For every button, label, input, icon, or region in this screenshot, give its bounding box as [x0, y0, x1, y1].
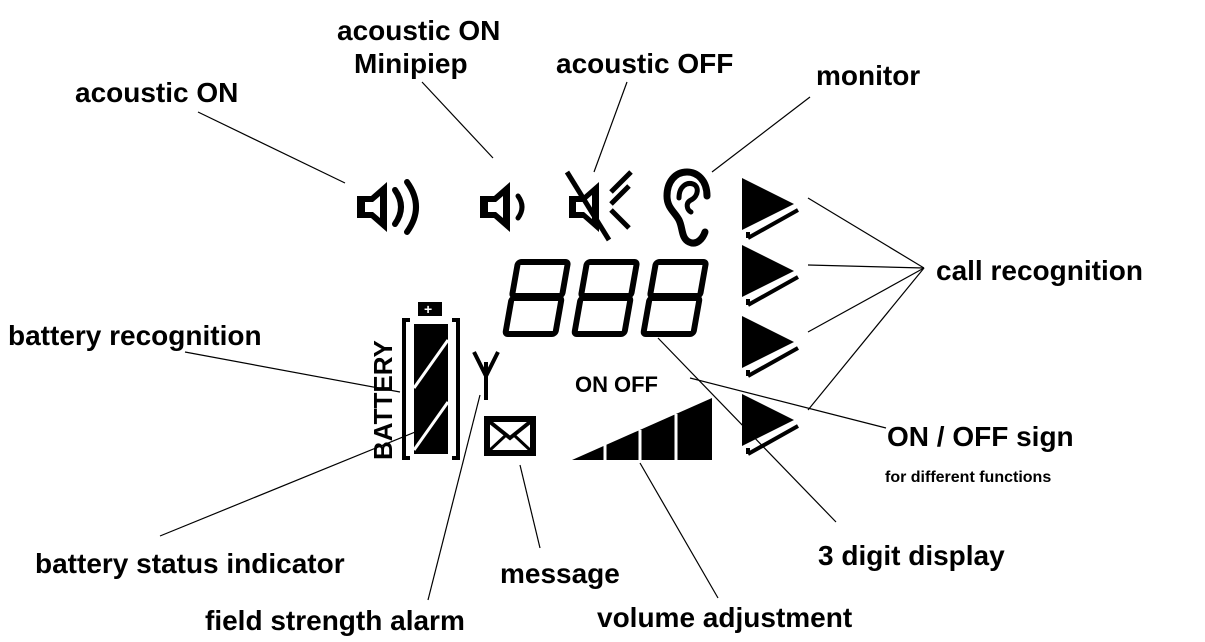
- leader-field-strength: [427, 394, 481, 601]
- on-text: ON: [575, 372, 608, 397]
- battery-icon: +: [402, 301, 460, 460]
- speaker-soft-icon: [480, 182, 525, 232]
- leader-battery-status: [159, 427, 426, 537]
- label-message: message: [500, 558, 620, 589]
- label-volume-adjustment: volume adjustment: [597, 602, 852, 633]
- label-acoustic-off: acoustic OFF: [556, 48, 733, 79]
- speaker-loud-icon: [357, 179, 419, 235]
- battery-plus: +: [424, 301, 432, 317]
- ear-icon: [663, 168, 711, 247]
- three-digit-display: [502, 259, 709, 337]
- leader-battery-recognition: [184, 351, 401, 393]
- volume-bars-icon: [572, 398, 712, 460]
- label-acoustic-on: acoustic ON: [75, 77, 238, 108]
- leader-call-4: [807, 267, 925, 411]
- label-monitor: monitor: [816, 60, 920, 91]
- leader-call-1: [807, 197, 925, 269]
- call-triangle-icon-1: [742, 178, 799, 240]
- battery-word: BATTERY: [368, 340, 398, 460]
- call-triangle-icon-2: [742, 245, 799, 307]
- leader-monitor: [711, 96, 811, 173]
- leader-volume: [639, 462, 719, 599]
- off-text: OFF: [614, 372, 658, 397]
- leader-acoustic-on: [197, 111, 346, 184]
- label-three-digit-display: 3 digit display: [818, 540, 1005, 571]
- leader-message: [519, 464, 541, 549]
- label-acoustic-on-minipiep-line2: Minipiep: [354, 48, 468, 79]
- label-battery-recognition: battery recognition: [8, 320, 262, 351]
- digit-2: [571, 259, 640, 337]
- digit-1: [502, 259, 571, 337]
- envelope-icon: [484, 416, 536, 456]
- leader-acoustic-off: [593, 81, 628, 173]
- label-call-recognition: call recognition: [936, 255, 1143, 286]
- call-triangle-icon-3: [742, 316, 799, 378]
- label-field-strength-alarm: field strength alarm: [205, 605, 465, 636]
- label-battery-status-indicator: battery status indicator: [35, 548, 345, 579]
- call-triangle-icon-4: [742, 394, 799, 456]
- leader-acoustic-on-minipiep: [421, 81, 494, 159]
- digit-3: [640, 259, 709, 337]
- label-acoustic-on-minipiep-line1: acoustic ON: [337, 15, 500, 46]
- call-triangles: [742, 178, 799, 456]
- leader-call-2: [807, 264, 925, 269]
- leader-on-off-sign: [689, 377, 887, 429]
- label-on-off-sign: ON / OFF sign: [887, 421, 1074, 452]
- leader-call-3: [807, 267, 925, 333]
- antenna-icon: [472, 351, 500, 400]
- speaker-muted-icon: [564, 170, 633, 242]
- leader-lines: [159, 81, 925, 601]
- label-on-off-sign-sub: for different functions: [885, 469, 1051, 486]
